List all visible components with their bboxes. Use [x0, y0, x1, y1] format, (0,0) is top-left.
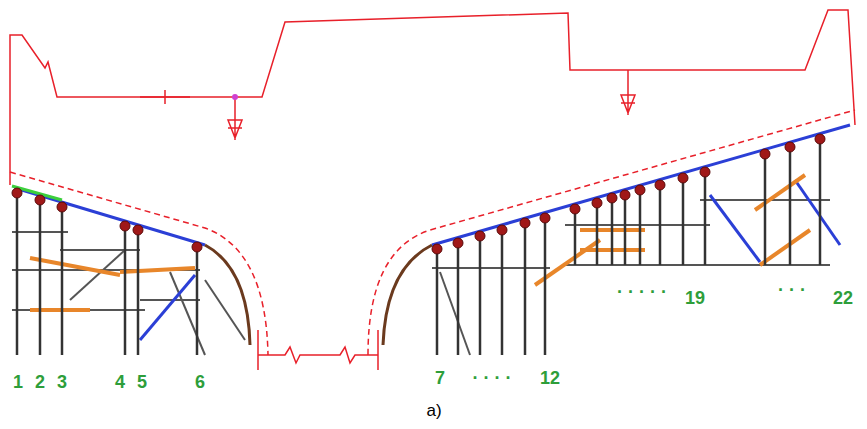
callout-number: 1	[13, 373, 23, 391]
callout-number: 5	[137, 373, 147, 391]
callout-number: 4	[115, 373, 125, 391]
callout-number: 22	[833, 289, 853, 307]
callout-number: 12	[540, 369, 560, 387]
callout-number: · · · ·	[473, 369, 512, 387]
prop	[17, 142, 820, 355]
prop-head	[12, 134, 825, 254]
callout-number: · · ·	[778, 281, 806, 299]
brace	[70, 250, 470, 355]
ledger	[12, 200, 830, 310]
deck-outline	[10, 10, 855, 370]
brace	[140, 180, 840, 340]
callout-number: 19	[685, 289, 705, 307]
figure-caption: a)	[426, 402, 441, 419]
axis-dot	[232, 94, 238, 100]
callout-number: 3	[57, 373, 67, 391]
soffit-line	[10, 110, 855, 355]
callout-number: 7	[435, 369, 445, 387]
callout-number: 6	[195, 373, 205, 391]
callout-number: · · · · ·	[617, 283, 667, 301]
callout-number: 2	[35, 373, 45, 391]
tie-bar	[30, 175, 810, 310]
